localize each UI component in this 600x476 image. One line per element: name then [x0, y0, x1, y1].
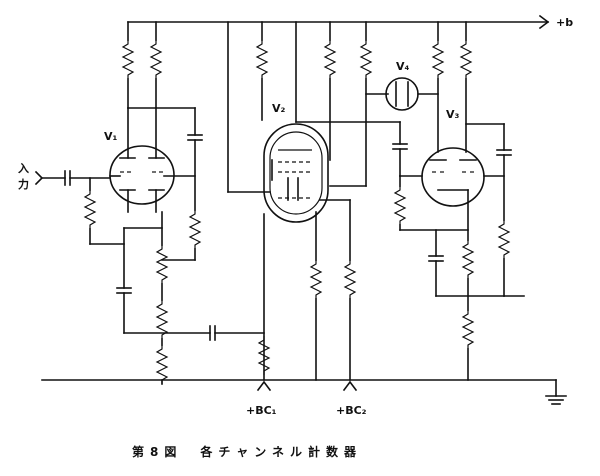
supply-rail: [127, 14, 550, 30]
v3-label: V₃: [446, 108, 460, 121]
bc-leads: [256, 380, 358, 392]
v4-tube: [385, 77, 419, 111]
bc2-label: +BC₂: [336, 404, 367, 417]
v1-tube: [109, 145, 175, 205]
v1-stage: [34, 21, 265, 385]
v2-label: V₂: [272, 102, 286, 115]
v4-label: V₄: [396, 60, 410, 73]
supply-label: +b: [556, 16, 573, 29]
v4-stage: [365, 77, 439, 111]
input-label-line1: 入: [18, 162, 29, 175]
figure-caption: 第8図 各チャンネル計数器: [132, 444, 362, 459]
input-label-line2: 力: [18, 177, 29, 191]
bc1-label: +BC₁: [246, 404, 277, 417]
v2-stage: [227, 21, 408, 381]
v1-label: V₁: [104, 130, 118, 143]
ground-symbol: [545, 379, 567, 405]
v2-tube: [263, 123, 329, 223]
v3-tube: [421, 147, 485, 207]
v3-stage: [394, 21, 525, 381]
